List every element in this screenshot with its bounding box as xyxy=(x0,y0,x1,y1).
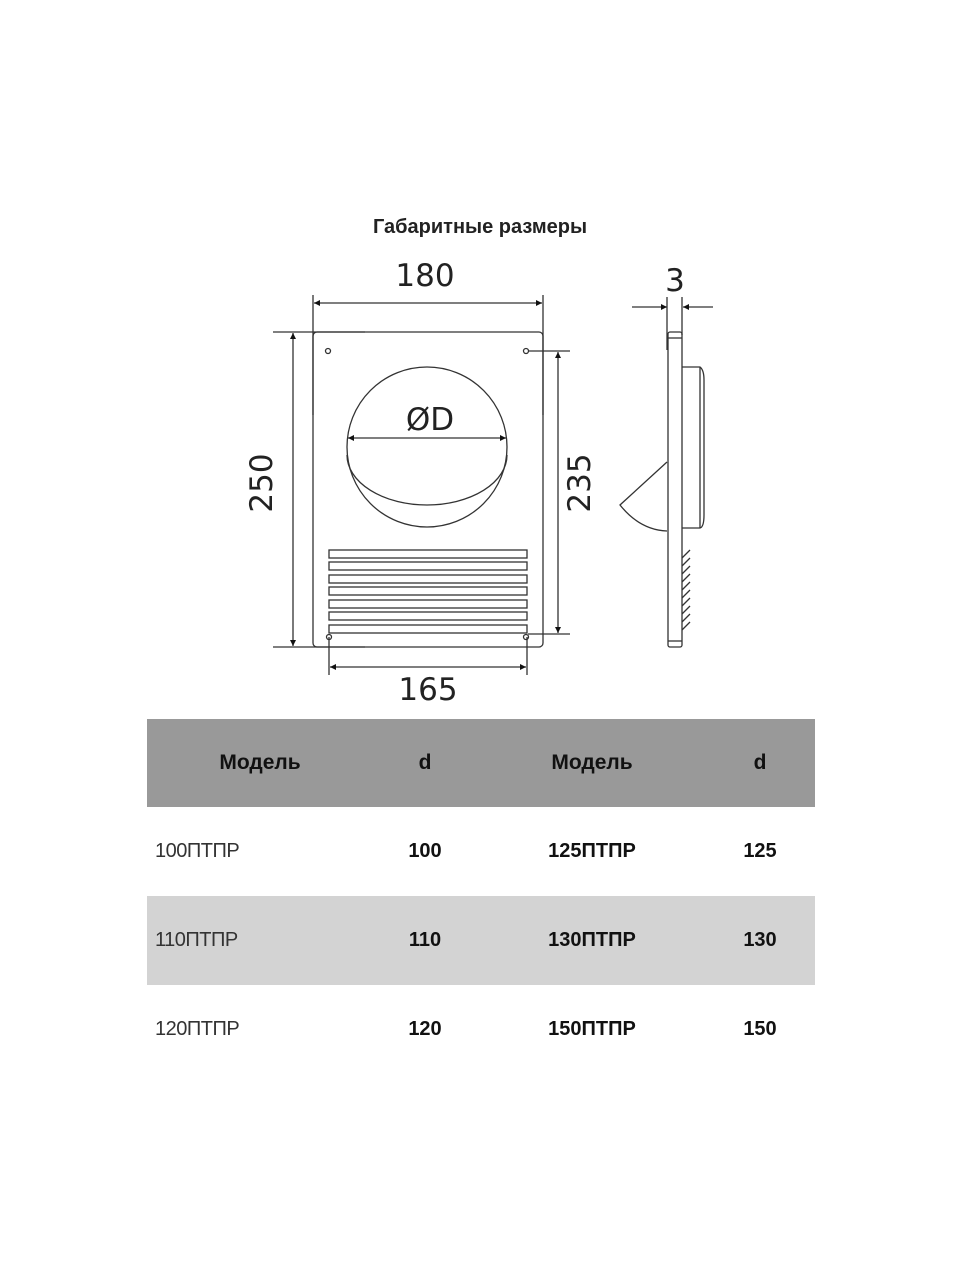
side-view xyxy=(619,331,705,648)
plate-outline xyxy=(312,331,544,648)
grille xyxy=(328,549,528,634)
vertical-hole-spacing-label: 235 xyxy=(562,453,598,512)
model-cell: 125ПТПР xyxy=(548,840,636,862)
model-cell: 110ПТПР xyxy=(155,929,238,951)
duct-circle xyxy=(346,366,508,528)
header-model-2: Модель xyxy=(551,751,633,774)
dimension-drawing: 180 250 235 165 ØD 3 xyxy=(244,258,713,708)
table-row: 110ПТПР 110 130ПТПР 130 xyxy=(147,896,815,985)
model-table: Модель d Модель d 100ПТПР 100 125ПТПР 12… xyxy=(147,719,815,1074)
diameter-cell: 110 xyxy=(408,929,442,951)
header-d-2: d xyxy=(753,751,767,774)
front-view xyxy=(312,331,544,648)
drawing-title: Габаритные размеры xyxy=(372,216,588,238)
header-d-1: d xyxy=(418,751,432,774)
thickness-label: 3 xyxy=(665,263,685,299)
model-cell: 100ПТПР xyxy=(155,840,240,862)
table-row: 120ПТПР 120 150ПТПР 150 xyxy=(147,985,815,1074)
diameter-label: ØD xyxy=(406,402,454,438)
table-row: 100ПТПР 100 125ПТПР 125 xyxy=(147,807,815,896)
model-cell: 130ПТПР xyxy=(548,929,636,951)
height-label: 250 xyxy=(244,453,280,512)
diameter-cell: 120 xyxy=(408,1018,442,1040)
diameter-cell: 150 xyxy=(743,1018,777,1040)
mount-hole xyxy=(324,347,332,355)
diameter-cell: 130 xyxy=(743,929,777,951)
mount-hole xyxy=(522,633,530,641)
table-header: Модель d Модель d xyxy=(147,719,815,807)
header-model-1: Модель xyxy=(219,751,301,774)
model-cell: 120ПТПР xyxy=(155,1018,240,1040)
width-label: 180 xyxy=(395,258,454,294)
duct-inner-arc xyxy=(346,454,508,506)
diameter-cell: 125 xyxy=(743,840,777,862)
horizontal-hole-spacing-label: 165 xyxy=(398,672,457,708)
mount-hole xyxy=(522,347,530,355)
diameter-cell: 100 xyxy=(408,840,442,862)
model-cell: 150ПТПР xyxy=(548,1018,636,1040)
dimension-lines xyxy=(273,295,713,675)
